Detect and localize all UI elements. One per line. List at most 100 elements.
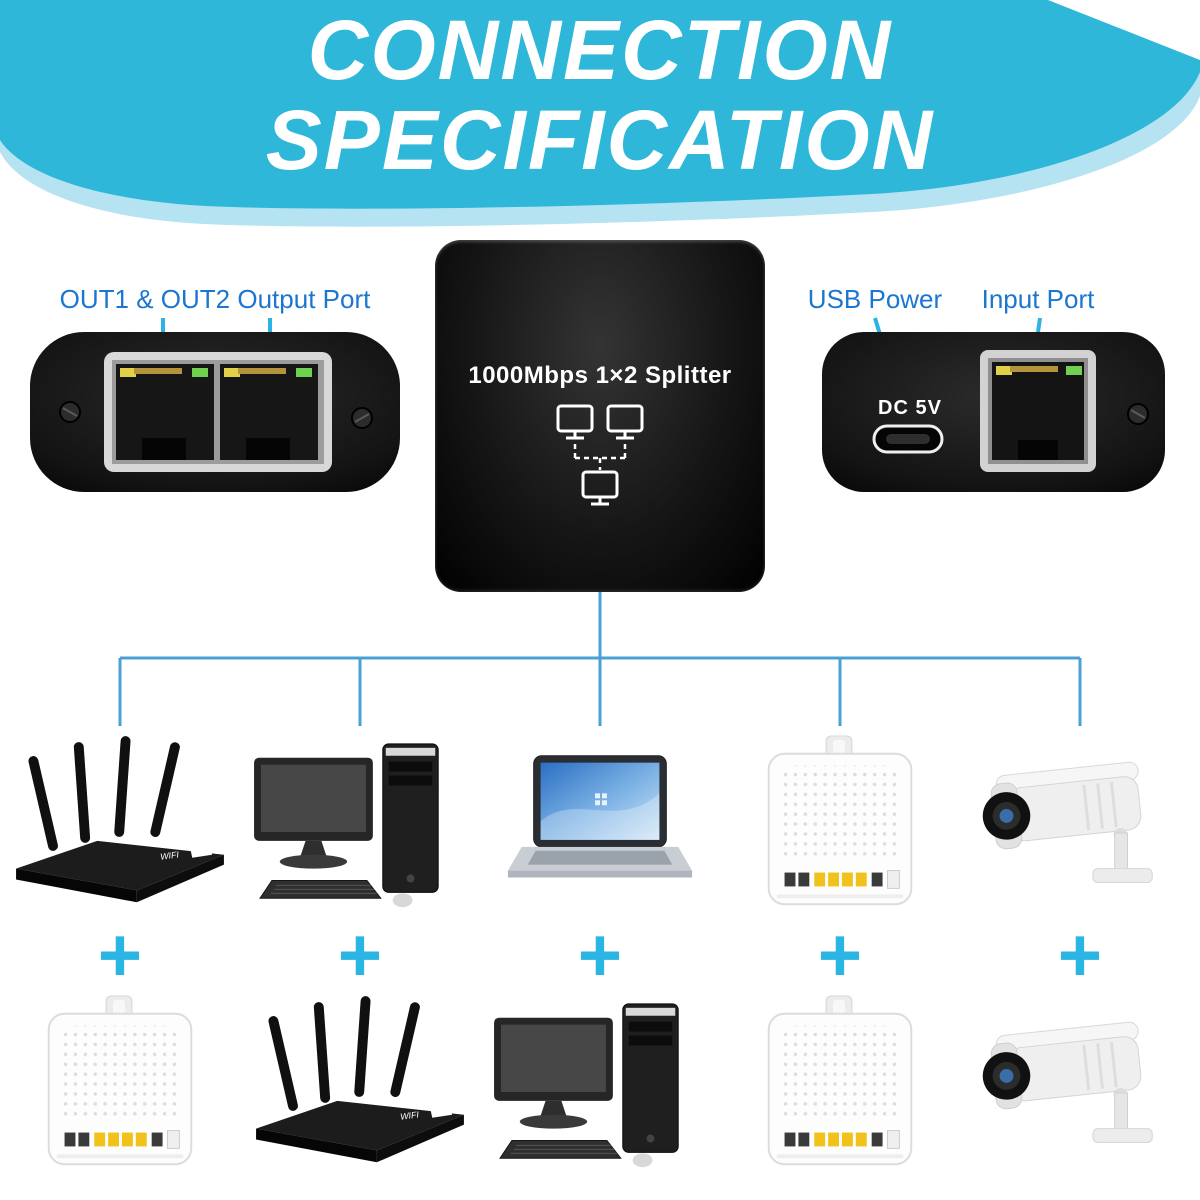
router-badge-text: WIFI [400,1109,420,1121]
os-logo [595,793,607,806]
device-white-modem [4,990,236,1188]
device-desktop-pc [484,990,716,1188]
pc-monitor [254,757,373,869]
device-security-camera [964,730,1196,928]
router-body-top [256,1100,464,1151]
pc-tower [622,1003,679,1153]
led-yellow [224,368,240,377]
rj45-pins [1010,366,1058,372]
led-green [192,368,208,377]
laptop-screen [533,755,667,848]
led-yellow [996,366,1012,375]
rj45-pins [238,368,286,374]
label-sticker [167,1130,180,1149]
camera-lens [982,1052,1031,1100]
camera-mount-arm [1092,828,1153,883]
screw [1127,403,1149,425]
router-logo-mark [430,1105,453,1118]
desktop-pc-illustration [254,743,439,908]
white-modem-illustration [47,995,193,1166]
laptop-base [507,846,693,878]
router-body-front [256,1128,377,1163]
connected-devices-grid: WIFI + [0,730,1200,1188]
plus-sign: + [1057,913,1103,998]
pc-tower [382,743,439,893]
pc-mouse [392,893,413,908]
splitter-front-view: 1000Mbps 1×2 Splitter [435,240,765,592]
banner-title-line2: SPECIFICATION [265,93,935,187]
splitter-model-label: 1000Mbps 1×2 Splitter [468,362,732,389]
plus-sign: + [337,913,383,998]
vent-holes [780,1025,900,1119]
banner-main-shape [0,0,1200,209]
led-yellow [120,368,136,377]
white-modem-illustration [767,995,913,1166]
rj45-port-out2 [220,364,318,460]
router-antennas [28,736,180,851]
router-badge-text: WIFI [160,849,180,861]
wifi-router-illustration: WIFI [256,996,464,1163]
white-modem-illustration [767,735,913,906]
modem-ports [64,1130,180,1149]
device-column: + WIFI [240,730,480,1188]
splitter-output-end-view [30,332,400,497]
banner-title-line1: CONNECTION [307,3,893,97]
router-body-front [16,868,137,903]
camera-mount-arm [1092,1088,1153,1143]
modem-base-line [776,894,904,899]
device-column: + [480,730,720,1188]
pc-mouse [632,1153,653,1168]
router-logo-mark [190,845,213,858]
device-white-modem [724,990,956,1188]
router-antennas [268,996,420,1111]
modem-ports [784,870,900,889]
banner-ribbon [0,0,1200,227]
label-sticker [887,1130,900,1149]
modem-base-line [56,1154,184,1159]
splitter-input-end-view: DC 5V [822,332,1165,497]
device-column: + [960,730,1200,1188]
router-body-top [16,840,224,891]
screw [351,407,373,429]
rj45-port-out1 [116,364,214,460]
device-wifi-router: WIFI [244,990,476,1188]
led-green [1066,366,1082,375]
security-camera-illustration [982,761,1153,883]
pc-monitor [494,1017,613,1129]
plus-sign: + [97,913,143,998]
device-column: + [720,730,960,1188]
pc-keyboard [499,1139,622,1159]
router-body-side [136,854,224,903]
plus-sign: + [817,913,863,998]
network-topology-icon [556,404,644,506]
label-sticker [887,870,900,889]
laptop-illustration [507,755,693,878]
device-security-camera [964,990,1196,1188]
dc-5v-label: DC 5V [878,397,942,419]
device-wifi-router: WIFI [4,730,236,928]
device-white-modem [724,730,956,928]
connection-tree-lines [118,592,1082,726]
device-laptop [484,730,716,928]
device-column: WIFI + [0,730,240,1188]
device-desktop-pc [244,730,476,928]
modem-ports [784,1130,900,1149]
plus-sign: + [577,913,623,998]
screw [59,401,81,423]
router-body-side [376,1114,464,1163]
monitor-icon [581,470,619,499]
input-port-label: Input Port [981,284,1095,314]
security-camera-illustration [982,1021,1153,1143]
rj45-pins [134,368,182,374]
rj45-port-input [980,350,1096,472]
dashed-connector [573,444,627,470]
camera-lens [982,792,1031,840]
desktop-pc-illustration [494,1003,679,1168]
monitor-icon [606,404,644,433]
vent-holes [780,765,900,859]
pc-keyboard [259,879,382,899]
wifi-router-illustration: WIFI [16,736,224,903]
vent-holes [60,1025,180,1119]
led-green [296,368,312,377]
